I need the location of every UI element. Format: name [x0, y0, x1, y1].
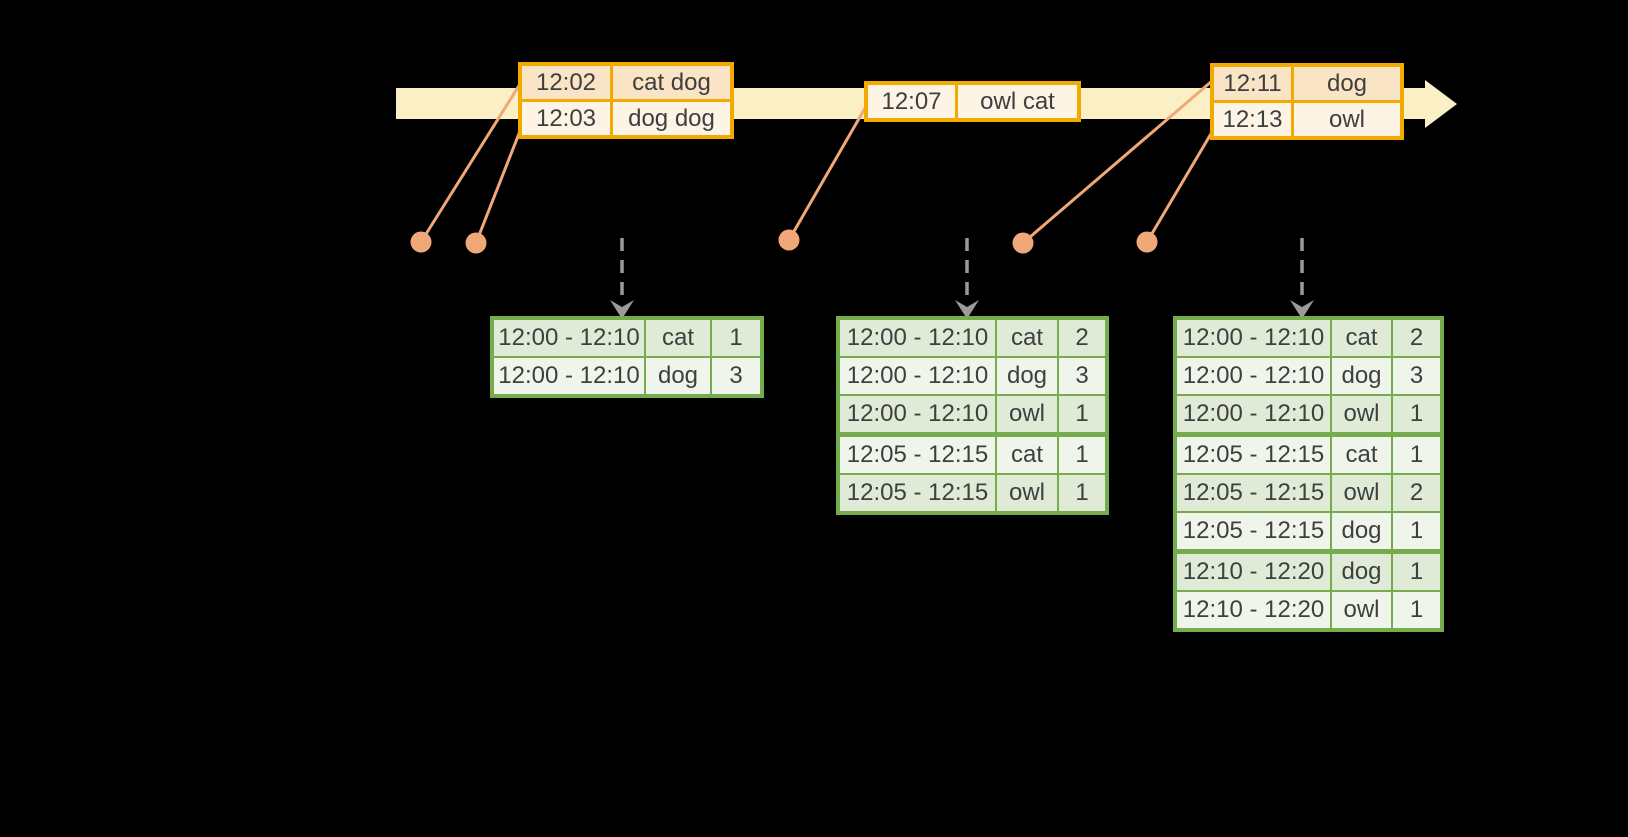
table-cell: 2 — [1057, 317, 1108, 358]
table-cell: 1 — [710, 317, 763, 358]
table-cell: 12:00 - 12:10 — [837, 317, 997, 358]
table-cell: 12:05 - 12:15 — [837, 432, 997, 475]
connector-line — [419, 83, 522, 243]
table-cell: 12:05 - 12:15 — [1174, 432, 1332, 475]
table-cell: dog — [1291, 63, 1404, 103]
trigger-arrow-icon — [955, 300, 979, 319]
table-cell: 1 — [1391, 394, 1443, 436]
table-cell: dog dog — [610, 99, 734, 139]
table-cell: 12:00 - 12:10 — [837, 356, 997, 396]
trigger-arrows — [610, 238, 1314, 319]
table-cell: 2 — [1391, 317, 1443, 358]
event-dot — [1012, 232, 1034, 254]
table-cell: cat dog — [610, 62, 734, 102]
table-cell: cat — [995, 317, 1059, 358]
table-cell: owl — [1330, 394, 1393, 436]
table-cell: 12:10 - 12:20 — [1174, 590, 1332, 631]
event-dot — [778, 229, 800, 251]
table-cell: 1 — [1391, 511, 1443, 553]
table-cell: 1 — [1391, 590, 1443, 631]
connector-line — [787, 102, 870, 241]
table-cell: owl cat — [955, 81, 1081, 122]
event-dot — [465, 232, 487, 254]
table-cell: 12:13 — [1210, 100, 1294, 140]
table-cell: 12:11 — [1210, 63, 1294, 103]
table-cell: 12:05 - 12:15 — [837, 473, 997, 514]
table-cell: cat — [1330, 317, 1393, 358]
table-cell: 12:05 - 12:15 — [1174, 511, 1332, 553]
table-cell: owl — [1330, 590, 1393, 631]
table-cell: 12:00 - 12:10 — [1174, 394, 1332, 436]
event-dot — [410, 231, 432, 253]
table-cell: dog — [644, 356, 712, 397]
table-cell: dog — [1330, 356, 1393, 396]
table-cell: 3 — [1057, 356, 1108, 396]
table-cell: cat — [644, 317, 712, 358]
table-cell: owl — [995, 394, 1059, 436]
table-cell: 12:02 — [518, 62, 613, 102]
table-cell: 12:00 - 12:10 — [491, 317, 646, 358]
table-cell: 12:00 - 12:10 — [1174, 317, 1332, 358]
table-cell: 1 — [1391, 432, 1443, 475]
table-cell: 1 — [1057, 432, 1108, 475]
table-cell: 12:00 - 12:10 — [1174, 356, 1332, 396]
connector-line — [1145, 126, 1217, 243]
table-cell: owl — [1330, 473, 1393, 513]
table-cell: dog — [1330, 511, 1393, 553]
table-cell: owl — [995, 473, 1059, 514]
trigger-arrow-icon — [610, 300, 634, 319]
event-connector-lines — [419, 79, 1217, 245]
table-cell: 1 — [1057, 473, 1108, 514]
table-cell: 2 — [1391, 473, 1443, 513]
table-cell: dog — [995, 356, 1059, 396]
event-dots — [410, 229, 1158, 254]
table-cell: 3 — [1391, 356, 1443, 396]
connector-line — [1022, 79, 1213, 245]
table-cell: 12:00 - 12:10 — [491, 356, 646, 397]
event-dot — [1136, 231, 1158, 253]
table-cell: 1 — [1057, 394, 1108, 436]
table-cell: 12:00 - 12:10 — [837, 394, 997, 436]
table-cell: 1 — [1391, 549, 1443, 592]
trigger-arrow-icon — [1290, 300, 1314, 319]
connector-line — [474, 125, 524, 244]
table-cell: owl — [1291, 100, 1404, 140]
table-cell: 12:07 — [864, 81, 958, 122]
table-cell: cat — [1330, 432, 1393, 475]
table-cell: cat — [995, 432, 1059, 475]
table-cell: 12:03 — [518, 99, 613, 139]
table-cell: dog — [1330, 549, 1393, 592]
table-cell: 3 — [710, 356, 763, 397]
table-cell: 12:10 - 12:20 — [1174, 549, 1332, 592]
table-cell: 12:05 - 12:15 — [1174, 473, 1332, 513]
